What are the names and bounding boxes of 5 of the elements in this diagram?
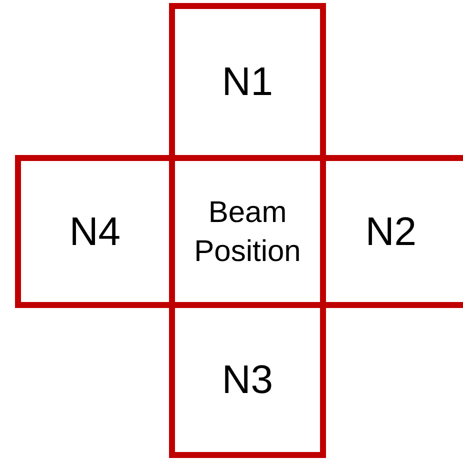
cell-label: N4 [68, 208, 122, 254]
cell-label: N3 [220, 357, 274, 403]
cell-label: N1 [220, 59, 274, 105]
cell-label: Beam Position [193, 194, 302, 270]
cell-label: N2 [364, 208, 418, 254]
